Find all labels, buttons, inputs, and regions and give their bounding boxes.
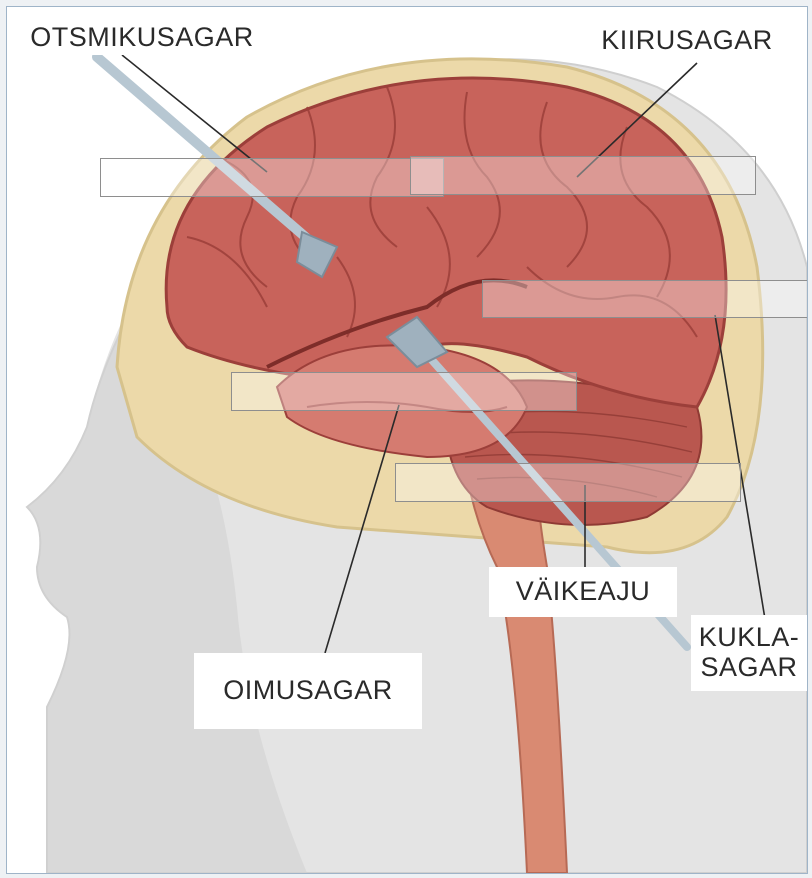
label-vaikeaju: VÄIKEAJU	[489, 567, 677, 617]
answer-box-3[interactable]	[482, 280, 808, 318]
label-oimusagar-text: OIMUSAGAR	[223, 676, 393, 706]
answer-box-2[interactable]	[410, 156, 756, 195]
label-otsmikusagar: OTSMIKUSAGAR	[17, 21, 267, 55]
label-otsmikusagar-text: OTSMIKUSAGAR	[30, 23, 254, 53]
answer-box-4[interactable]	[231, 372, 577, 411]
label-vaikeaju-text: VÄIKEAJU	[516, 577, 651, 607]
label-kuklasagar-line2: SAGAR	[700, 653, 797, 683]
answer-box-5[interactable]	[395, 463, 741, 502]
label-kuklasagar: KUKLA- SAGAR	[691, 615, 807, 691]
leader-otsmikusagar	[122, 55, 267, 172]
answer-box-1[interactable]	[100, 158, 444, 197]
brain-illustration	[7, 7, 807, 873]
diagram-frame: OTSMIKUSAGAR KIIRUSAGAR VÄIKEAJU OIMUSAG…	[6, 6, 808, 874]
label-kuklasagar-line1: KUKLA-	[699, 623, 800, 653]
label-oimusagar: OIMUSAGAR	[194, 653, 422, 729]
label-kiirusagar-text: KIIRUSAGAR	[601, 26, 773, 56]
label-kiirusagar: KIIRUSAGAR	[597, 21, 777, 61]
